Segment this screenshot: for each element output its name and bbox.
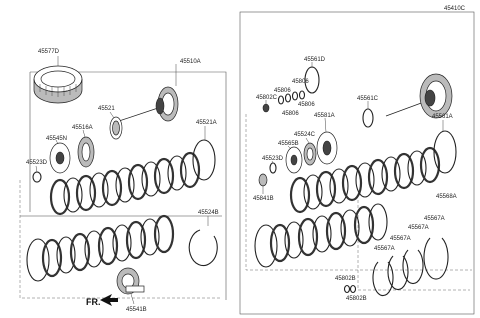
label-45561A: 45561A <box>432 114 453 120</box>
label-45561C: 45561C <box>357 96 379 102</box>
label-45561D: 45561D <box>304 57 326 63</box>
leader-45524C <box>305 137 310 144</box>
snap-ring-45523D-right <box>269 162 277 174</box>
clutch-plates-lower-right <box>254 203 388 268</box>
ring-45561C <box>362 108 374 128</box>
seal-45802B-lower <box>349 284 357 294</box>
leader-45545N <box>55 139 59 145</box>
seals-45806 <box>277 90 306 105</box>
label-45802C: 45802C <box>256 95 278 101</box>
label-45841B: 45841B <box>253 196 274 202</box>
label-45802B-b: 45802B <box>346 296 367 302</box>
label-45568A: 45568A <box>436 194 457 200</box>
clutch-plates-lower-left <box>26 214 175 282</box>
label-45806-c: 45806 <box>298 102 315 108</box>
label-45524C: 45524C <box>294 132 316 138</box>
seal-45802B-upper <box>343 284 351 294</box>
frame-45521A <box>19 180 222 299</box>
label-45567A-a: 45567A <box>424 216 445 222</box>
label-45577D: 45577D <box>38 49 60 55</box>
leader-45521 <box>109 111 115 119</box>
snap-ring-45524B <box>188 229 218 267</box>
label-45567A-b: 45567A <box>408 225 429 231</box>
label-45567A-c: 45567A <box>390 236 411 242</box>
part-45565B <box>285 146 303 174</box>
label-45410C: 45410C <box>444 6 466 12</box>
frame-45510A <box>30 71 227 300</box>
piston-45581A <box>316 131 338 165</box>
clutch-plates-45561A <box>289 130 457 214</box>
leader-45541B <box>130 293 135 305</box>
label-45516A: 45516A <box>72 125 93 131</box>
label-45521A: 45521A <box>196 120 217 126</box>
label-45806-b: 45806 <box>274 88 291 94</box>
gear-45541B <box>116 267 145 295</box>
label-45523D-right: 45523D <box>262 156 284 162</box>
snap-rings-45567A <box>372 237 449 297</box>
fr-arrow-icon <box>100 294 118 306</box>
leader-45581A <box>324 117 327 133</box>
bearing-45516A <box>77 136 95 168</box>
drum-45577D <box>33 65 83 104</box>
shaft-45510A <box>109 86 179 125</box>
label-45806-a: 45806 <box>292 79 309 85</box>
label-45524B: 45524B <box>198 210 219 216</box>
clutch-plates-45521A <box>49 139 216 216</box>
label-45565B: 45565B <box>278 141 299 147</box>
label-45581A: 45581A <box>314 113 335 119</box>
label-45523D-left: 45523D <box>26 160 48 166</box>
hub-45545N <box>49 142 71 174</box>
drum-shaft-45410C <box>385 73 453 119</box>
leader-45523D-right <box>271 160 274 164</box>
frame-45410C <box>239 11 475 315</box>
label-45541B: 45541B <box>126 307 147 313</box>
label-45510A: 45510A <box>180 59 201 65</box>
label-45567A-d: 45567A <box>374 246 395 252</box>
label-45806-d: 45806 <box>282 111 299 117</box>
label-45521: 45521 <box>98 106 115 112</box>
snap-ring-45523D-left <box>32 171 42 183</box>
part-45802C <box>262 103 270 113</box>
frame-45568A <box>357 200 470 291</box>
leader-45523D-left <box>35 165 38 173</box>
leader-45516A <box>82 129 86 138</box>
fr-label: FR. <box>86 297 101 307</box>
leader-45565B <box>287 145 292 150</box>
frame-45561A <box>245 114 472 271</box>
label-45545N: 45545N <box>46 136 67 142</box>
bearing-45524C <box>303 142 317 166</box>
label-45802B-a: 45802B <box>335 276 356 282</box>
part-45841B <box>258 173 268 187</box>
bearing-45521 <box>109 116 123 140</box>
